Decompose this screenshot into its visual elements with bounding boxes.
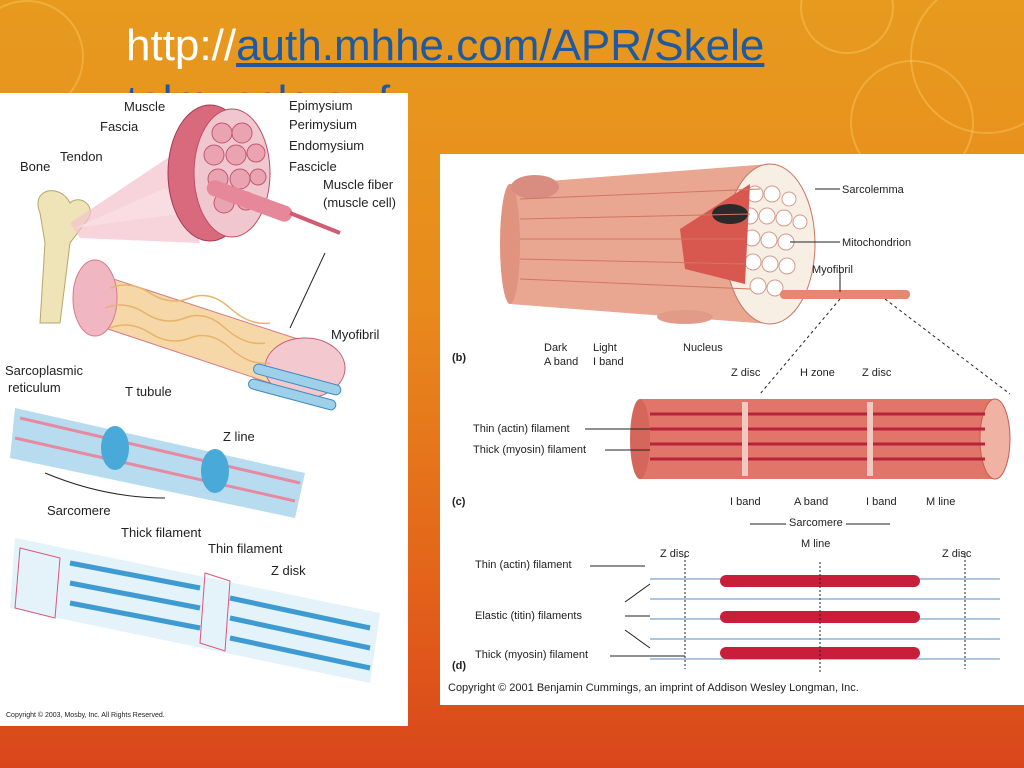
muscle-structure-figure: Muscle Fascia Tendon Bone Epimysium Peri…: [0, 93, 408, 726]
label-bone: Bone: [20, 159, 51, 174]
label-thick-myosin-1: Thick (myosin) filament: [473, 444, 587, 456]
label-muscle: Muscle: [124, 99, 166, 114]
label-m-line-2: M line: [801, 538, 831, 550]
label-muscle-cell: (muscle cell): [323, 195, 396, 210]
sarcomere-drawing: [500, 163, 1011, 672]
label-c: (c): [452, 496, 466, 508]
label-z-disc-1: Z disc: [731, 367, 761, 379]
slide-title: http://auth.mhhe.com/APR/Skele: [126, 18, 926, 74]
label-tendon: Tendon: [60, 149, 103, 164]
label-z-line: Z line: [223, 429, 255, 444]
label-thick-filament: Thick filament: [121, 525, 202, 540]
right-copyright: Copyright © 2001 Benjamin Cummings, an i…: [448, 682, 859, 694]
label-nucleus: Nucleus: [683, 342, 723, 354]
label-thin-filament: Thin filament: [208, 541, 283, 556]
label-i-band-top: I band: [593, 356, 624, 368]
label-muscle-fiber: Muscle fiber: [323, 177, 394, 192]
label-m-line-1: M line: [926, 496, 956, 508]
label-z-disc-3: Z disc: [660, 548, 690, 560]
label-thin-actin-1: Thin (actin) filament: [473, 423, 570, 435]
label-z-disk: Z disk: [271, 563, 306, 578]
label-i-band-2: I band: [866, 496, 897, 508]
label-z-disc-2: Z disc: [862, 367, 892, 379]
label-perimysium: Perimysium: [289, 117, 357, 132]
label-t-tubule: T tubule: [125, 384, 172, 399]
label-d: (d): [452, 660, 467, 672]
label-i-band-1: I band: [730, 496, 761, 508]
label-b: (b): [452, 352, 467, 364]
label-sarcomere-c: Sarcomere: [786, 517, 846, 529]
label-dark: Dark: [544, 342, 568, 354]
label-thick-myosin-2: Thick (myosin) filament: [475, 649, 589, 661]
label-epimysium: Epimysium: [289, 98, 353, 113]
label-endomysium: Endomysium: [289, 138, 365, 153]
label-mitochondrion: Mitochondrion: [842, 237, 912, 249]
label-fascicle: Fascicle: [289, 159, 337, 174]
label-myofibril: Myofibril: [331, 327, 380, 342]
label-reticulum: reticulum: [8, 380, 61, 395]
muscle-structure-drawing: [10, 104, 380, 683]
sarcomere-figure: Sarcolemma Mitochondrion Myofibril Dark …: [440, 154, 1024, 705]
label-fascia: Fascia: [100, 119, 139, 134]
label-a-band: A band: [794, 496, 829, 508]
label-myofibril-b: Myofibril: [812, 264, 853, 276]
label-light: Light: [593, 342, 617, 354]
label-elastic-titin: Elastic (titin) filaments: [475, 610, 582, 622]
label-a-band-top: A band: [544, 356, 579, 368]
label-h-zone: H zone: [800, 367, 835, 379]
label-sarcomere: Sarcomere: [47, 503, 111, 518]
label-sarcoplasmic: Sarcoplasmic: [5, 363, 84, 378]
label-thin-actin-2: Thin (actin) filament: [475, 559, 572, 571]
label-z-disc-4: Z disc: [942, 548, 972, 560]
title-link[interactable]: auth.mhhe.com/APR/Skele: [236, 21, 765, 70]
left-copyright: Copyright © 2003, Mosby, Inc. All Rights…: [6, 712, 165, 719]
label-sarcolemma: Sarcolemma: [842, 184, 904, 196]
title-prefix: http://: [126, 21, 237, 70]
